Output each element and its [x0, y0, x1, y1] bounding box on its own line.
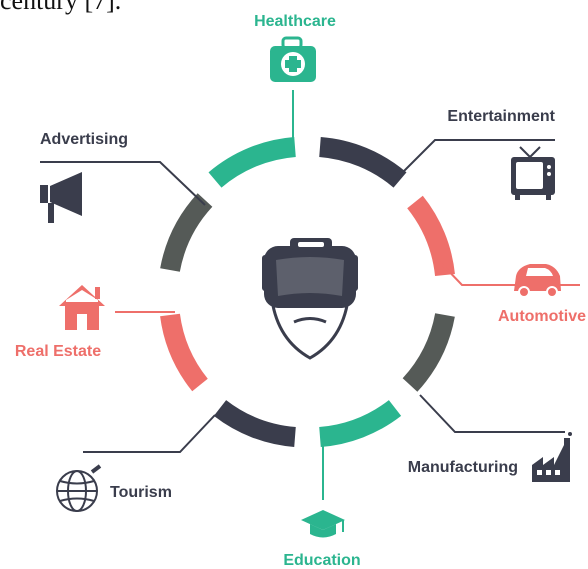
category-label-real-estate: Real Estate	[15, 343, 101, 360]
category-label-education: Education	[283, 552, 360, 569]
category-label-healthcare: Healthcare	[254, 13, 336, 30]
ring-segment-healthcare	[208, 137, 297, 188]
ring-segment-advertising	[160, 193, 213, 273]
connector-entertainment	[394, 139, 555, 181]
ring-segment-education	[318, 399, 402, 447]
ring-segment-entertainment	[318, 137, 407, 188]
graduation-cap-icon	[301, 510, 345, 538]
factory-icon	[532, 432, 572, 482]
house-icon	[59, 285, 105, 330]
tv-icon	[511, 146, 555, 200]
ring-segment-real-estate	[160, 313, 208, 392]
ring-segment-automotive	[407, 195, 455, 277]
vr-headset-icon	[262, 238, 358, 360]
header-text-fragment: century [7].	[0, 0, 122, 15]
globe-plane-icon	[56, 464, 102, 512]
connector-tourism	[83, 414, 216, 453]
megaphone-icon	[40, 172, 82, 223]
ring-segment-tourism	[213, 399, 297, 447]
category-label-manufacturing: Manufacturing	[408, 459, 518, 476]
category-label-entertainment: Entertainment	[447, 108, 555, 125]
connector-manufacturing	[419, 394, 565, 433]
category-label-advertising: Advertising	[40, 131, 128, 148]
category-label-automotive: Automotive	[498, 308, 586, 325]
ring-segment-manufacturing	[402, 312, 455, 392]
connector-advertising	[40, 161, 206, 206]
connector-lines	[40, 90, 580, 500]
ring	[160, 137, 455, 447]
first-aid-kit-icon	[270, 36, 316, 82]
car-icon	[514, 264, 561, 298]
category-label-tourism: Tourism	[110, 484, 172, 501]
